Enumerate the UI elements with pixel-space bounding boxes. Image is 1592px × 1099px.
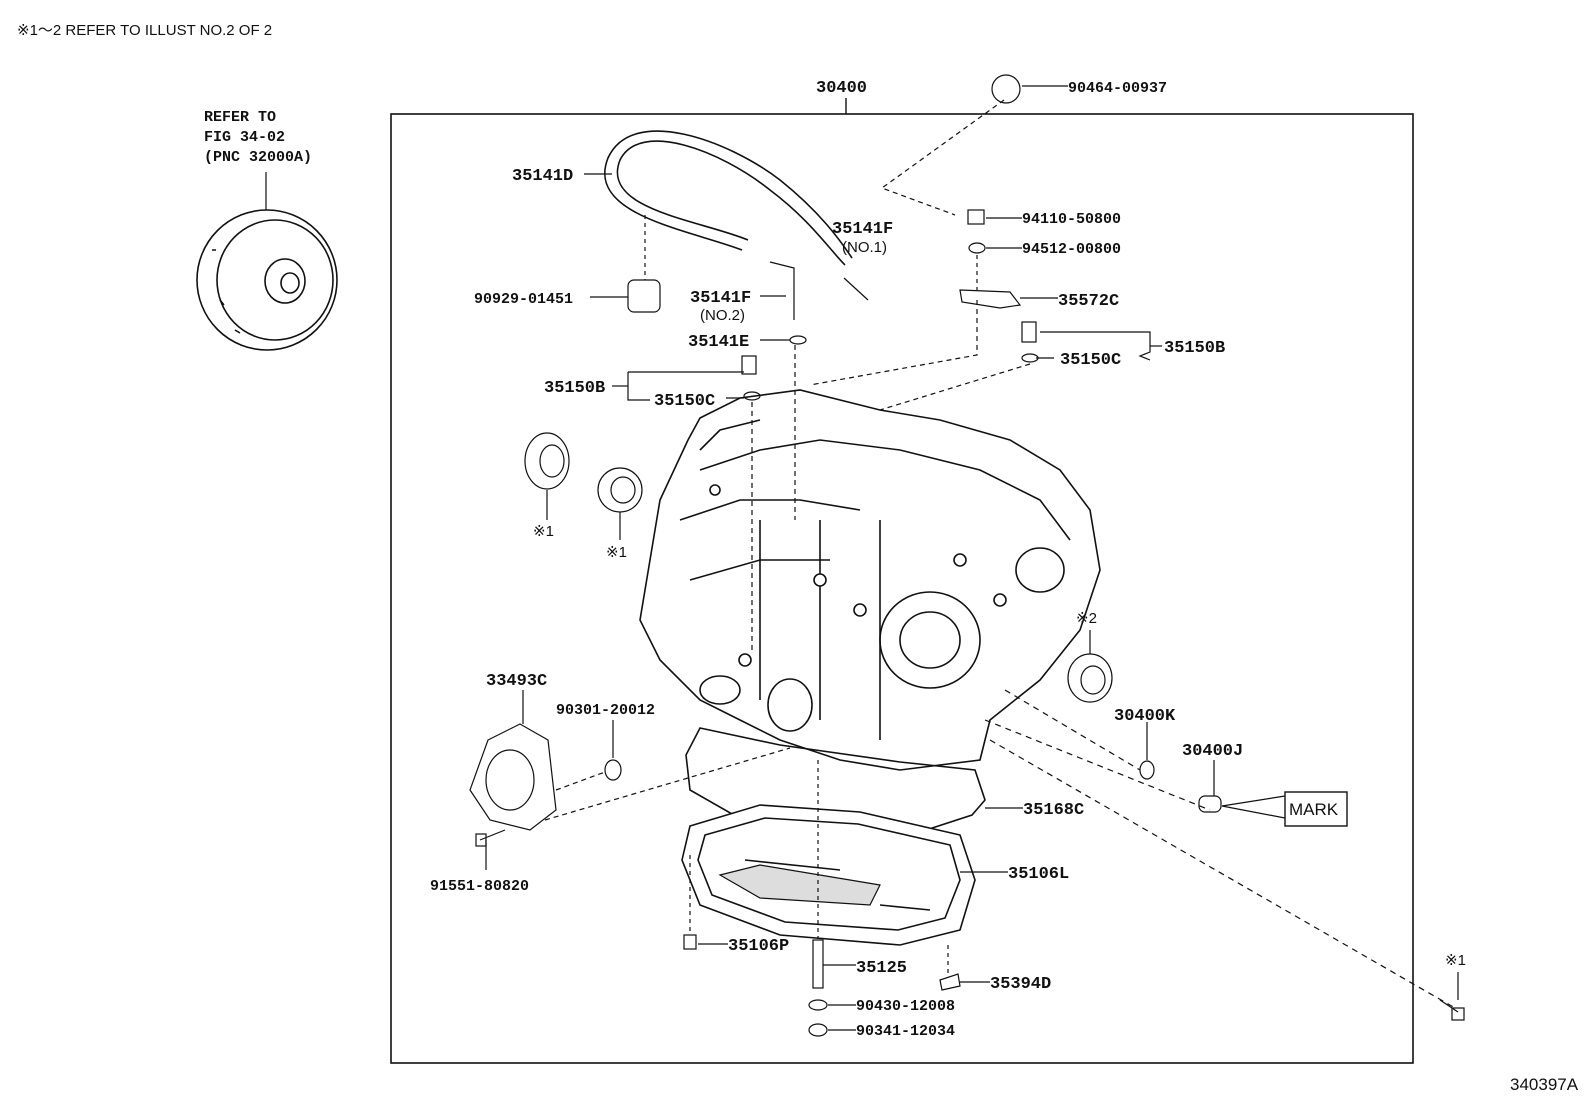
- assembly-frame: [390, 113, 1414, 1064]
- refer-note-line1: REFER TO: [204, 109, 276, 126]
- ref-mark-1-c: ※1: [1445, 952, 1466, 969]
- oil-pan-gasket-illustration: [685, 727, 986, 846]
- part-91551-80820: 91551-80820: [430, 878, 529, 895]
- part-94110-50800: 94110-50800: [1022, 211, 1121, 228]
- part-90430-12008: 90430-12008: [856, 998, 955, 1015]
- part-35150C-left: 35150C: [654, 392, 715, 411]
- torque-converter-illustration: [196, 209, 338, 351]
- part-35150C-right: 35150C: [1060, 351, 1121, 370]
- part-35168C: 35168C: [1023, 801, 1084, 820]
- part-90464-00937: 90464-00937: [1068, 80, 1167, 97]
- part-90301-20012: 90301-20012: [556, 702, 655, 719]
- oil-strainer-illustration: [718, 864, 881, 906]
- part-35572C: 35572C: [1058, 292, 1119, 311]
- part-35141F-no2: 35141F: [690, 289, 751, 308]
- refer-note-line3: (PNC 32000A): [204, 149, 312, 166]
- part-35106L: 35106L: [1008, 865, 1069, 884]
- part-30400J: 30400J: [1182, 742, 1243, 761]
- part-35125: 35125: [856, 959, 907, 978]
- part-35150B-right: 35150B: [1164, 339, 1225, 358]
- ref-mark-1-b: ※1: [606, 544, 627, 561]
- part-35150B-left: 35150B: [544, 379, 605, 398]
- mark-label: MARK: [1289, 800, 1339, 819]
- oil-cooler-hose-illustration: [604, 130, 853, 266]
- transaxle-case-illustration: [639, 389, 1101, 771]
- mark-box: [1284, 791, 1348, 827]
- ref-mark-2: ※2: [1076, 610, 1097, 627]
- part-35141E: 35141E: [688, 333, 749, 352]
- part-35106P: 35106P: [728, 937, 789, 956]
- part-35141F-no2-sub: (NO.2): [700, 307, 745, 324]
- part-90929-01451: 90929-01451: [474, 291, 573, 308]
- part-35141D: 35141D: [512, 167, 573, 186]
- part-30400K: 30400K: [1114, 707, 1176, 726]
- part-35141F-no1: 35141F: [832, 220, 893, 239]
- part-35394D: 35394D: [990, 975, 1051, 994]
- part-94512-00800: 94512-00800: [1022, 241, 1121, 258]
- refer-note-line2: FIG 34-02: [204, 129, 285, 146]
- assembly-label: 30400: [816, 79, 867, 98]
- figure-id: 340397A: [1510, 1075, 1579, 1094]
- ref-mark-1-a: ※1: [533, 523, 554, 540]
- part-35141F-no1-sub: (NO.1): [842, 239, 887, 256]
- part-90341-12034: 90341-12034: [856, 1023, 955, 1040]
- part-33493C: 33493C: [486, 672, 547, 691]
- header-note: ※1～2 REFER TO ILLUST NO.2 OF 2: [17, 22, 272, 39]
